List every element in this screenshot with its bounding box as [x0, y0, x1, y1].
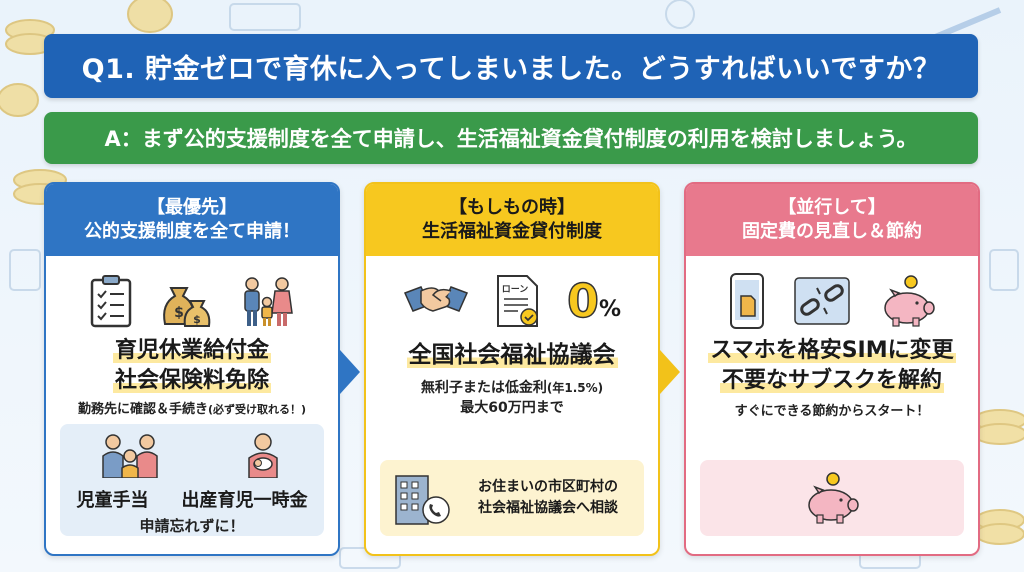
card-tag: 【並行して】 [778, 197, 886, 218]
sub-note: 申請忘れずに！ [139, 517, 245, 535]
card-header: 【最優先】 公的支援制度を全て申請！ [46, 184, 338, 256]
benefit-line: 育児休業給付金 [112, 338, 271, 363]
note-main: 勤務先に確認＆手続き [77, 402, 208, 417]
sub-box [700, 460, 964, 536]
sub-item: 出産育児一時金 [181, 490, 308, 511]
svg-text:ローン: ローン [502, 284, 529, 295]
question-text: Q1. 貯金ゼロで育休に入ってしまいました。どうすればいいですか？ [81, 53, 941, 85]
card-title: 生活福祉資金貸付制度 [422, 221, 602, 242]
note-main: 無利子または低金利 [420, 380, 547, 396]
card-header: 【並行して】 固定費の見直し＆節約 [686, 184, 978, 256]
card-tag: 【もしもの時】 [449, 197, 575, 218]
card-parallel: 【並行して】 固定費の見直し＆節約 スマホを格安SIMに変更 [684, 182, 980, 556]
saving-note: すぐにできる節約からスタート！ [734, 404, 930, 419]
piggy-bank-coin-icon [808, 472, 859, 524]
money-bags-icon: $ $ [163, 287, 211, 327]
note-paren: (年1.5%) [546, 381, 604, 395]
handshake-icon [403, 286, 468, 312]
piggy-bank-icon [884, 275, 935, 327]
saving-line: 不要なサブスクを解約 [719, 368, 944, 393]
answer-text: A：まず公的支援制度を全て申請し、生活福祉資金貸付制度の利用を検討しましょう。 [104, 127, 918, 151]
note-paren: (必ず受け取れる！) [207, 403, 307, 416]
answer-banner: A：まず公的支援制度を全て申請し、生活福祉資金貸付制度の利用を検討しましょう。 [44, 112, 978, 164]
note-limit: 最大60万円まで [460, 400, 564, 416]
sub-box: 児童手当 出産育児一時金 申請忘れずに！ [60, 424, 324, 536]
card-title: 固定費の見直し＆節約 [742, 221, 922, 242]
card-priority: 【最優先】 公的支援制度を全て申請！ $ $ [44, 182, 340, 556]
mother-baby-icon [248, 433, 278, 478]
broken-chain-icon [794, 277, 850, 325]
clipboard-checklist-icon [90, 275, 132, 328]
svg-text:$: $ [174, 305, 184, 321]
question-banner: Q1. 貯金ゼロで育休に入ってしまいました。どうすればいいですか？ [44, 34, 978, 98]
card-tag: 【最優先】 [147, 197, 237, 218]
family-group-icon [102, 434, 158, 478]
sub-box: お住まいの市区町村の 社会福祉協議会へ相談 [380, 460, 644, 536]
benefit-line: 社会保険料免除 [112, 368, 271, 393]
card-emergency: 【もしもの時】 生活福祉資金貸付制度 ローン 0 % 全国社会福祉協議会 無利子… [364, 182, 660, 556]
sub-item: 児童手当 [76, 490, 149, 511]
consult-line: お住まいの市区町村の [478, 479, 618, 495]
flow-arrow [340, 350, 360, 394]
office-building-phone-icon [395, 475, 450, 525]
consult-line: 社会福祉協議会へ相談 [478, 500, 618, 516]
family-icon [244, 277, 293, 326]
flow-arrow [660, 350, 680, 394]
svg-text:$: $ [193, 313, 201, 326]
smartphone-sim-icon [730, 273, 764, 329]
zero-percent-icon: 0 % [566, 274, 622, 328]
card-title: 公的支援制度を全て申請！ [84, 221, 300, 242]
card-header: 【もしもの時】 生活福祉資金貸付制度 [366, 184, 658, 256]
org-name: 全国社会福祉協議会 [406, 342, 618, 368]
saving-line: スマホを格安SIMに変更 [708, 338, 956, 363]
loan-document-icon: ローン [496, 275, 538, 327]
